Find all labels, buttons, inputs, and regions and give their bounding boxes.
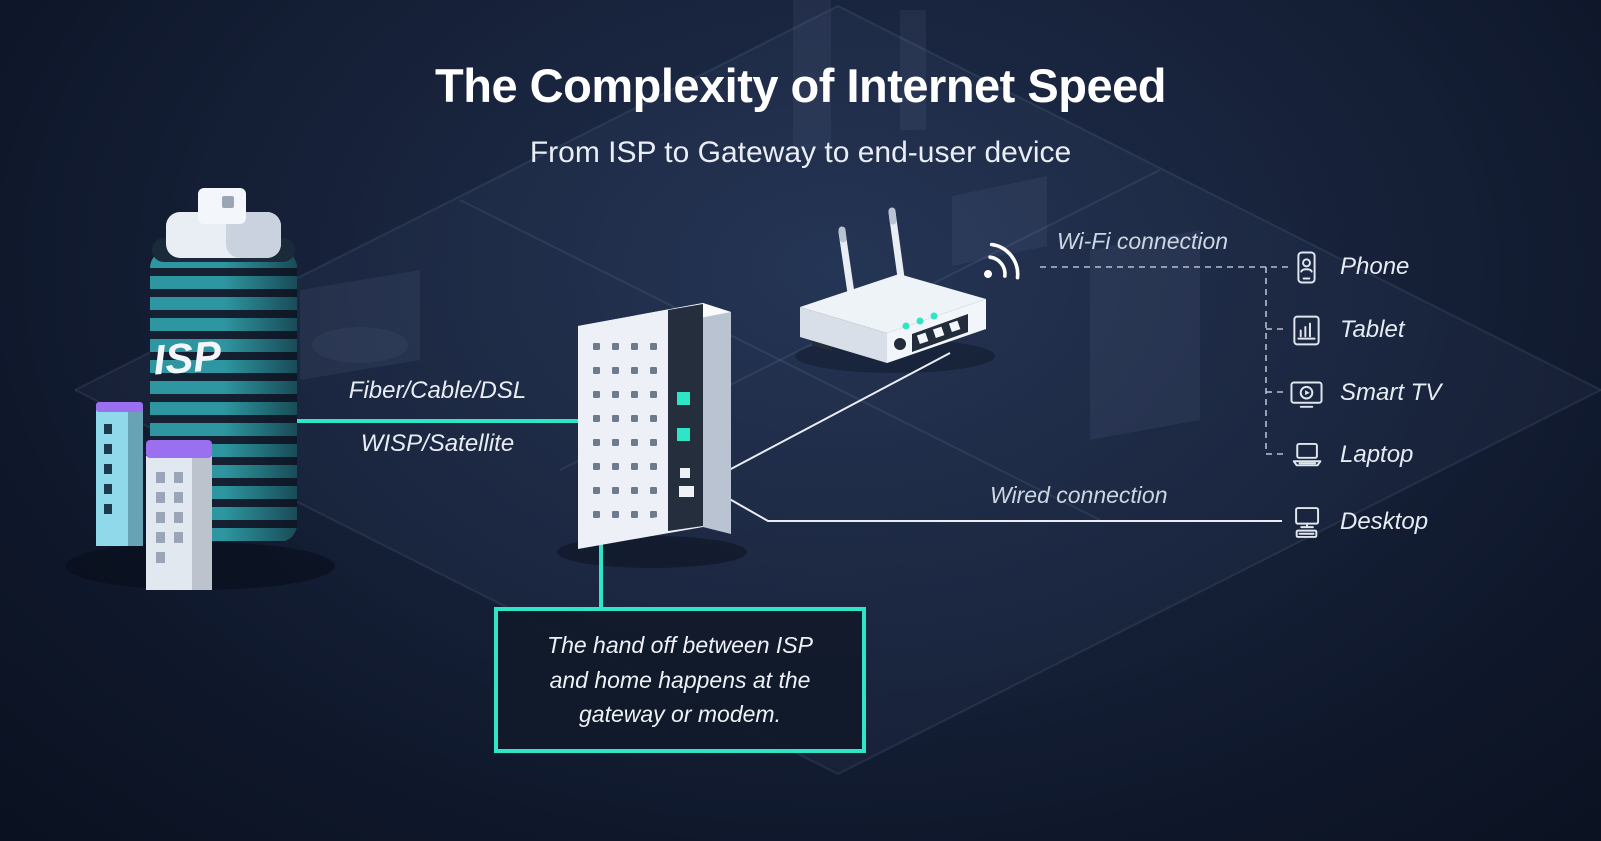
device-label-smart-tv: Smart TV: [1340, 379, 1442, 406]
device-row-laptop: Laptop: [1288, 436, 1413, 474]
device-row-phone: Phone: [1288, 248, 1409, 286]
wifi-router: [800, 207, 986, 363]
isp-link-label-top: Fiber/Cable/DSL: [348, 377, 527, 404]
device-label-laptop: Laptop: [1340, 441, 1414, 468]
page-subtitle: From ISP to Gateway to end-user device: [529, 136, 1072, 169]
isp-link-label-bottom: WISP/Satellite: [360, 430, 515, 458]
connection-lines: [297, 266, 1288, 610]
tablet-icon: [1293, 315, 1320, 345]
smart-tv-icon: [1290, 381, 1323, 408]
phone-icon: [1297, 250, 1316, 284]
device-label-desktop: Desktop: [1340, 508, 1429, 535]
wired-connection-line: [725, 496, 1282, 522]
wired-connection-label: Wired connection: [990, 482, 1168, 508]
gateway-callout-box: The hand off between ISP and home happen…: [494, 607, 866, 753]
isp-link-labels: Fiber/Cable/DSL WISP/Satellite: [297, 377, 578, 458]
laptop-icon: [1292, 442, 1322, 466]
device-label-phone: Phone: [1340, 253, 1410, 280]
gateway-modem: [578, 303, 731, 549]
device-row-smart-tv: Smart TV: [1288, 374, 1441, 412]
isp-building: ISP: [96, 188, 297, 590]
desktop-icon: [1295, 506, 1320, 538]
city-buildings: [96, 402, 212, 590]
device-label-tablet: Tablet: [1340, 316, 1405, 343]
gateway-callout-text: The hand off between ISP and home happen…: [547, 632, 813, 728]
wifi-connection-label: Wi-Fi connection: [1057, 228, 1229, 254]
page-title: The Complexity of Internet Speed: [435, 59, 1166, 112]
isp-label: ISP: [152, 332, 224, 384]
device-row-tablet: Tablet: [1288, 311, 1405, 349]
gateway-router-line: [728, 352, 951, 471]
wifi-signal-icon: [984, 242, 1020, 280]
device-row-desktop: Desktop: [1288, 503, 1428, 541]
